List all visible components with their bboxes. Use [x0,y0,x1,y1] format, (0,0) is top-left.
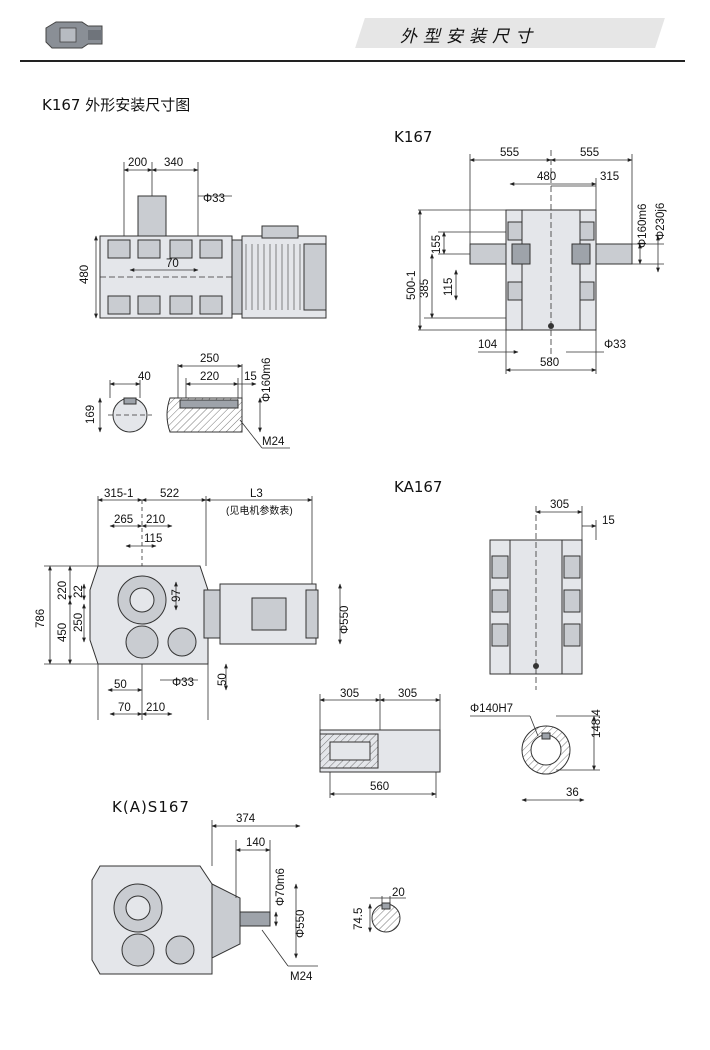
dim-phi33-c: Φ33 [172,677,194,689]
dim-phi140h7: Φ140H7 [470,703,513,715]
dim-phi33-a: Φ33 [203,193,225,205]
dim-50-a: 50 [114,679,127,691]
dim-phi230j6: Φ230j6 [655,203,667,240]
section-label-ka167: KA167 [394,478,443,496]
dim-148-4: 148.4 [591,709,603,738]
dim-580: 580 [540,357,559,369]
dim-560: 560 [370,781,389,793]
dim-210-b: 210 [146,702,165,714]
dim-500: 500-1 [406,271,418,300]
dim-374: 374 [236,813,256,825]
dim-115: 115 [144,533,162,545]
dim-315-1: 315-1 [104,488,133,500]
thread-m24-b: M24 [290,971,313,983]
dim-169: 169 [85,405,97,424]
section-label-kas167: K(A)S167 [112,798,190,816]
dim-305: 305 [550,499,569,511]
dim-305-b: 305 [398,688,417,700]
dim-20: 20 [392,887,405,899]
ka167-front-view: 305 15 [489,499,615,690]
dim-450: 450 [57,623,69,642]
dim-phi70m6: Φ70m6 [275,868,287,906]
dim-70-b: 70 [118,702,131,714]
dim-70-a: 70 [166,258,179,270]
dim-315: 315 [600,171,619,183]
dim-200: 200 [128,157,147,169]
section-label-k167: K167 [394,128,433,146]
thread-m24-a: M24 [262,436,285,448]
dim-97: 97 [171,589,183,602]
dim-l3: L3 [250,488,263,500]
dim-l3-note: (见电机参数表) [226,504,293,517]
dim-480-top: 480 [537,171,556,183]
dim-phi160m6: Φ160m6 [637,204,649,248]
dim-phi160m6-b: Φ160m6 [261,358,273,402]
shaft-left [469,243,507,265]
dim-15: 15 [244,371,257,383]
dim-phi550-b: Φ550 [295,910,307,938]
dim-210: 210 [146,514,165,526]
dim-250-v: 250 [73,613,85,632]
dim-74-5: 74.5 [353,908,365,930]
dim-522: 522 [160,488,179,500]
kas167-side-view: 374 140 Φ70m6 Φ550 M24 [91,813,318,983]
dim-555-right: 555 [580,147,599,159]
dim-385: 385 [419,279,431,298]
dim-220-v: 220 [57,581,69,600]
dim-305-a: 305 [340,688,359,700]
terminal-box [261,225,299,239]
dim-40: 40 [138,371,151,383]
dim-220: 220 [200,371,219,383]
dim-786: 786 [35,609,47,628]
dim-22: 22 [73,585,85,598]
input-shaft [239,911,271,927]
shaft-right [595,243,633,265]
ka167-bore-detail: Φ140H7 148.4 36 [470,703,603,802]
dim-340: 340 [164,157,183,169]
dim-36: 36 [566,787,579,799]
output-shaft-top [137,195,167,239]
dim-104: 104 [478,339,498,351]
ka167-hollow-shaft-section: 305 305 560 [319,688,441,798]
dim-250: 250 [200,353,219,365]
dim-555-left: 555 [500,147,519,159]
kas167-key-detail: 20 74.5 [353,887,406,933]
dim-phi550: Φ550 [339,606,351,634]
dim-115-side: 115 [443,278,455,296]
diagram-title: K167 外形安装尺寸图 [42,96,191,114]
dim-140: 140 [246,837,265,849]
k167-side-view: 200 340 Φ33 480 70 [79,157,327,319]
ka167-side-view: 315-1 522 L3 (见电机参数表) 265 210 115 786 22… [35,488,351,720]
k167-front-view: 555 555 480 315 Φ160m6 Φ230j6 155 385 11… [406,147,667,374]
k167-shaft-detail: 40 169 250 220 15 Φ160m6 M24 [85,353,290,449]
gearbox-logo-icon [45,21,103,49]
dim-480: 480 [79,265,91,284]
header-rule [20,60,685,62]
dim-265: 265 [114,514,133,526]
header-title: 外型安装尺寸 [400,27,538,47]
dim-155: 155 [431,235,443,254]
dim-phi33-b: Φ33 [604,339,626,351]
dim-15-b: 15 [602,515,615,527]
dim-50-b: 50 [217,673,229,686]
